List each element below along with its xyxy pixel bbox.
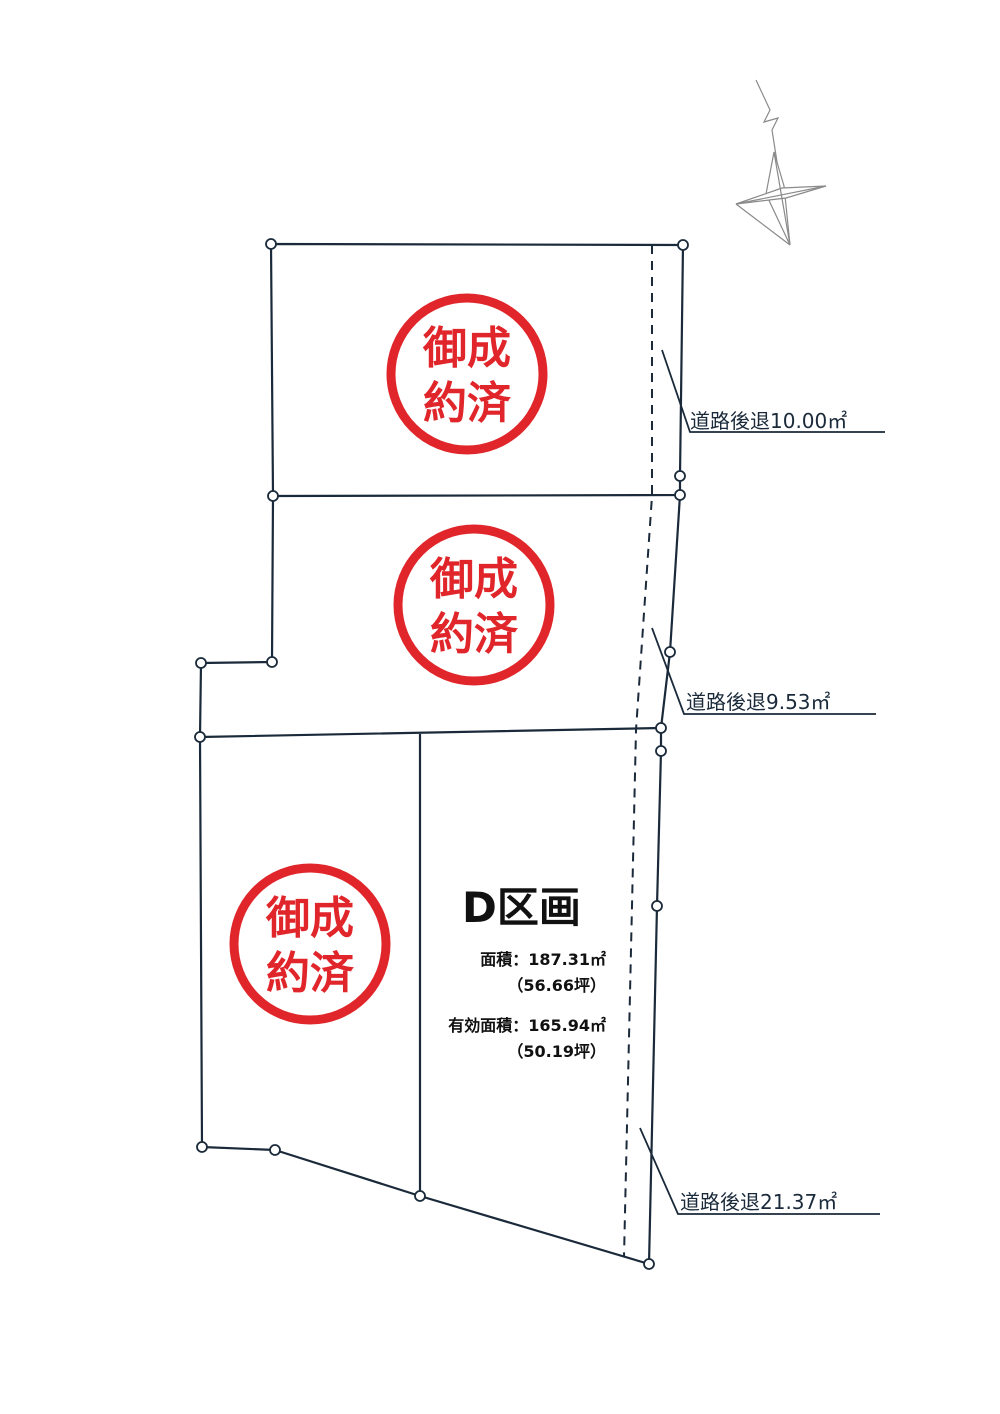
stamp-text-line1: 御成 — [429, 554, 518, 605]
stamp-text-line1: 御成 — [422, 323, 511, 374]
lot-a-boundary — [269, 242, 685, 498]
stamp-text-line2: 約済 — [423, 378, 512, 429]
setback-dashed-line — [623, 245, 653, 1258]
lot-d-area-tsubo: （56.66坪） — [507, 976, 606, 995]
setback-label-middle: 道路後退9.53㎡ — [686, 690, 831, 714]
setback-label-bottom: 道路後退21.37㎡ — [680, 1190, 837, 1214]
sold-stamp: 御成 約済 — [386, 293, 548, 455]
boundary-markers — [194, 238, 689, 1270]
lot-cd-boundary — [198, 728, 663, 1266]
stamp-text-line1: 御成 — [265, 893, 354, 944]
north-arrow-icon — [735, 79, 827, 246]
lot-d-effective-tsubo: （50.19坪） — [507, 1042, 606, 1061]
sold-stamp: 御成 約済 — [393, 524, 555, 686]
stamp-text-line2: 約済 — [266, 948, 355, 999]
lot-d-title: D区画 — [462, 883, 581, 932]
stamp-text-line2: 約済 — [430, 609, 519, 660]
sold-stamp: 御成 約済 — [229, 863, 391, 1025]
lot-d-effective-area: 有効面積：165.94㎡ — [448, 1016, 606, 1035]
lot-d-area: 面積：187.31㎡ — [480, 950, 606, 969]
setback-leaders — [639, 349, 885, 1215]
setback-label-top: 道路後退10.00㎡ — [690, 409, 847, 433]
